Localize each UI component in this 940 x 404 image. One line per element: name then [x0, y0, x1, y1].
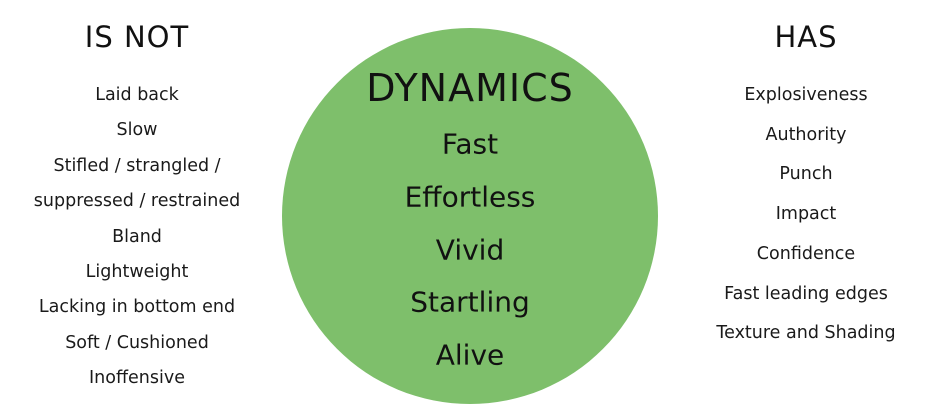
right-item: Authority	[765, 124, 847, 145]
left-item: Slow	[116, 120, 158, 141]
left-item: Lightweight	[85, 262, 189, 282]
center-item: Vivid	[435, 233, 505, 267]
left-item: Inoffensive	[89, 368, 185, 389]
center-item: Fast	[441, 127, 499, 161]
left-item: Soft / Cushioned	[65, 332, 209, 353]
right-item: Punch	[779, 164, 833, 185]
right-item: Confidence	[756, 243, 856, 264]
right-item: Explosiveness	[744, 85, 868, 105]
left-item: Bland	[112, 226, 162, 247]
right-item: Impact	[775, 204, 837, 225]
center-item: Startling	[410, 285, 530, 319]
left-item: Laid back	[95, 85, 179, 105]
center-title: DYNAMICS	[366, 66, 574, 110]
dynamics-circle	[282, 28, 658, 404]
right-heading: HAS	[774, 20, 838, 54]
left-item: suppressed / restrained	[33, 191, 241, 212]
right-item: Texture and Shading	[716, 323, 896, 344]
center-item: Alive	[435, 338, 505, 372]
left-heading: IS NOT	[84, 20, 190, 54]
center-item: Effortless	[404, 180, 536, 214]
left-item: Lacking in bottom end	[38, 297, 236, 318]
right-item: Fast leading edges	[724, 283, 888, 304]
left-item: Stifled / strangled /	[53, 155, 221, 176]
